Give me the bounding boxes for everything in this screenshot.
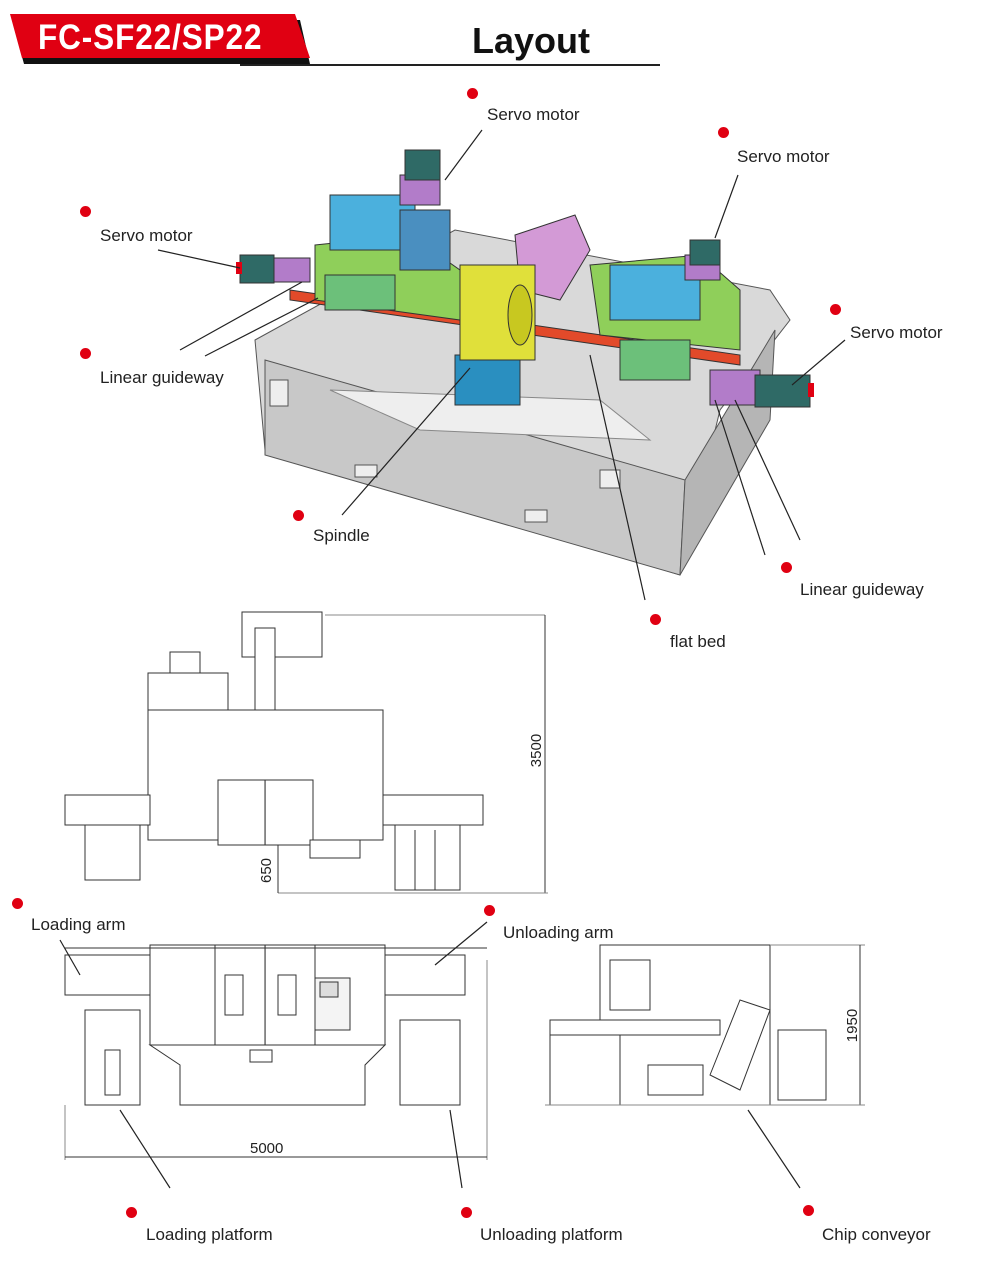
callout-dot xyxy=(12,898,23,909)
dimension-5000: 5000 xyxy=(250,1140,284,1157)
label-servo-motor-top: Servo motor xyxy=(487,105,580,124)
title-underline xyxy=(240,64,660,66)
isometric-machine-view xyxy=(236,149,814,576)
label-loading-arm: Loading arm xyxy=(31,915,126,934)
callout-dot xyxy=(650,614,661,625)
top-view xyxy=(64,611,548,894)
dimension-650: 650 xyxy=(258,857,276,884)
label-servo-motor-top-right: Servo motor xyxy=(737,147,830,166)
dimension-3500: 3500 xyxy=(528,733,546,768)
label-flat-bed: flat bed xyxy=(670,632,726,651)
label-loading-platform: Loading platform xyxy=(146,1225,273,1244)
callout-dot xyxy=(467,88,478,99)
callout-dot xyxy=(461,1207,472,1218)
model-banner xyxy=(10,14,310,64)
front-view xyxy=(64,944,488,1160)
callout-dot xyxy=(293,510,304,521)
callout-dot xyxy=(484,905,495,916)
dimension-1950: 1950 xyxy=(844,1008,862,1043)
callout-dot xyxy=(126,1207,137,1218)
label-servo-motor-left: Servo motor xyxy=(100,226,193,245)
callout-dot xyxy=(80,206,91,217)
leader-lines-upper xyxy=(157,129,846,601)
side-view xyxy=(545,944,865,1106)
label-linear-guideway-right: Linear guideway xyxy=(800,580,924,599)
model-name: FC-SF22/SP22 xyxy=(38,18,263,57)
label-linear-guideway-left: Linear guideway xyxy=(100,368,224,387)
label-unloading-platform: Unloading platform xyxy=(480,1225,623,1244)
label-unloading-arm: Unloading arm xyxy=(503,923,614,942)
callout-dot xyxy=(803,1205,814,1216)
callout-dot xyxy=(830,304,841,315)
leader-lines-lower xyxy=(59,921,801,1189)
page-title: Layout xyxy=(472,20,591,61)
label-spindle: Spindle xyxy=(313,526,370,545)
label-chip-conveyor: Chip conveyor xyxy=(822,1225,931,1244)
callout-dot xyxy=(781,562,792,573)
callout-dot xyxy=(80,348,91,359)
callout-dot xyxy=(718,127,729,138)
label-servo-motor-right: Servo motor xyxy=(850,323,943,342)
